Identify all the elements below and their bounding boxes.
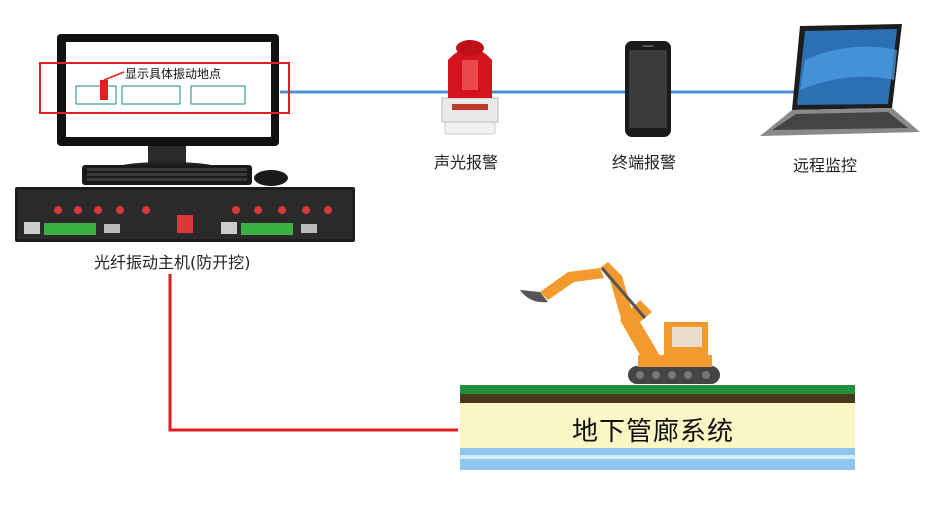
laptop [760,24,920,136]
mouse [254,170,288,186]
phone [625,41,671,137]
excavator [520,262,720,384]
fiber-line [168,274,458,432]
host-label: 光纤振动主机(防开挖) [94,253,251,272]
monitor [57,34,279,172]
callout-label: 显示具体振动地点 [125,67,222,81]
ground-layers [460,385,855,470]
host-unit [15,187,355,242]
ground-label: 地下管廊系统 [572,417,735,447]
alarm-label: 声光报警 [434,153,499,172]
phone-label: 终端报警 [612,153,677,172]
callout-box [39,62,290,114]
laptop-label: 远程监控 [793,156,858,175]
alarm-light [441,40,499,135]
keyboard [82,165,252,185]
